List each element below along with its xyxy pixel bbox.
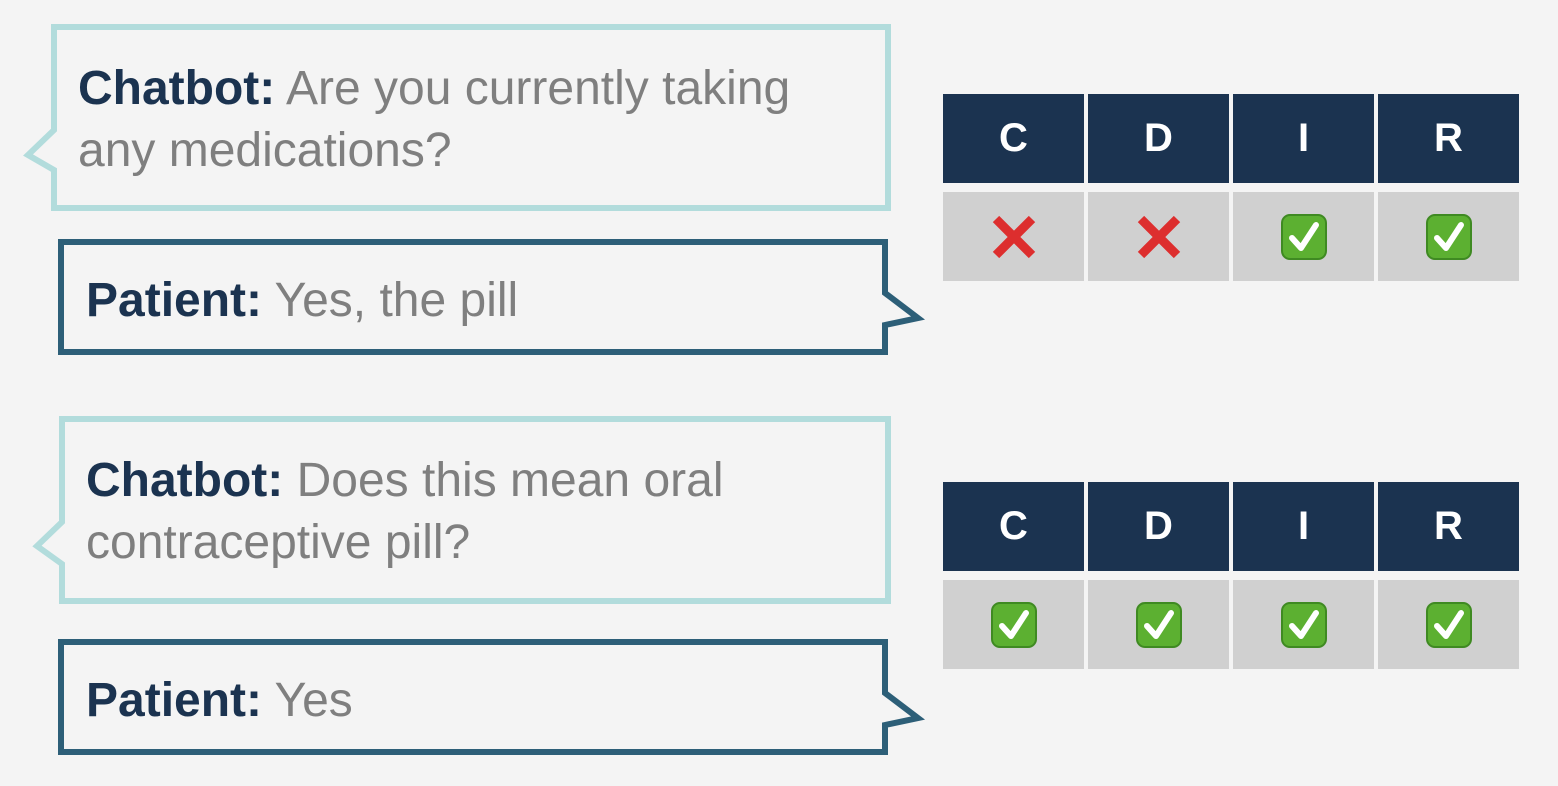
- cross-icon: [992, 215, 1035, 258]
- patient-message: Patient: Yes, the pill: [86, 270, 866, 332]
- cross-icon: [1137, 215, 1180, 258]
- value-cell: [1233, 192, 1374, 281]
- header-cell-i: I: [1233, 94, 1374, 183]
- value-cell: [1378, 580, 1519, 669]
- patient-message: Patient: Yes: [86, 670, 866, 732]
- chatbot-message: Chatbot: Does this mean oral contracepti…: [86, 450, 866, 574]
- header-cell-c: C: [943, 482, 1084, 571]
- message-text: Yes: [274, 674, 353, 727]
- header-cell-d: D: [1088, 482, 1229, 571]
- message-text: Does this mean oral contraceptive pill?: [86, 454, 724, 569]
- header-cell-c: C: [943, 94, 1084, 183]
- check-icon: [1280, 213, 1327, 260]
- header-cell-d: D: [1088, 94, 1229, 183]
- value-cell: [1088, 580, 1229, 669]
- check-icon: [1280, 601, 1327, 648]
- speaker-label: Patient:: [86, 674, 263, 727]
- chatbot-bubble-1: Chatbot: Are you currently taking any me…: [0, 0, 900, 220]
- message-text: Are you currently taking any medications…: [78, 62, 791, 177]
- patient-bubble-outline: [58, 639, 926, 755]
- check-icon: [990, 601, 1037, 648]
- check-icon: [1135, 601, 1182, 648]
- speaker-label: Chatbot:: [86, 454, 284, 507]
- value-cell: [943, 192, 1084, 281]
- header-cell-r: R: [1378, 482, 1519, 571]
- value-cell: [943, 580, 1084, 669]
- value-cell: [1088, 192, 1229, 281]
- message-text: Yes, the pill: [274, 274, 519, 327]
- patient-bubble-outline: [58, 239, 926, 355]
- header-cell-i: I: [1233, 482, 1374, 571]
- cdir-table-1: C D I R: [943, 94, 1519, 281]
- chatbot-bubble-outline: [32, 416, 891, 604]
- check-icon: [1425, 601, 1472, 648]
- patient-bubble-2: Patient: Yes: [0, 630, 940, 770]
- cdir-table-2: C D I R: [943, 482, 1519, 669]
- speaker-label: Chatbot:: [78, 62, 276, 115]
- header-cell-r: R: [1378, 94, 1519, 183]
- value-cell: [1378, 192, 1519, 281]
- speaker-label: Patient:: [86, 274, 263, 327]
- chatbot-bubble-2: Chatbot: Does this mean oral contracepti…: [0, 392, 900, 612]
- patient-bubble-1: Patient: Yes, the pill: [0, 230, 940, 370]
- check-icon: [1425, 213, 1472, 260]
- value-cell: [1233, 580, 1374, 669]
- chatbot-bubble-outline: [23, 24, 891, 211]
- chatbot-message: Chatbot: Are you currently taking any me…: [78, 58, 878, 182]
